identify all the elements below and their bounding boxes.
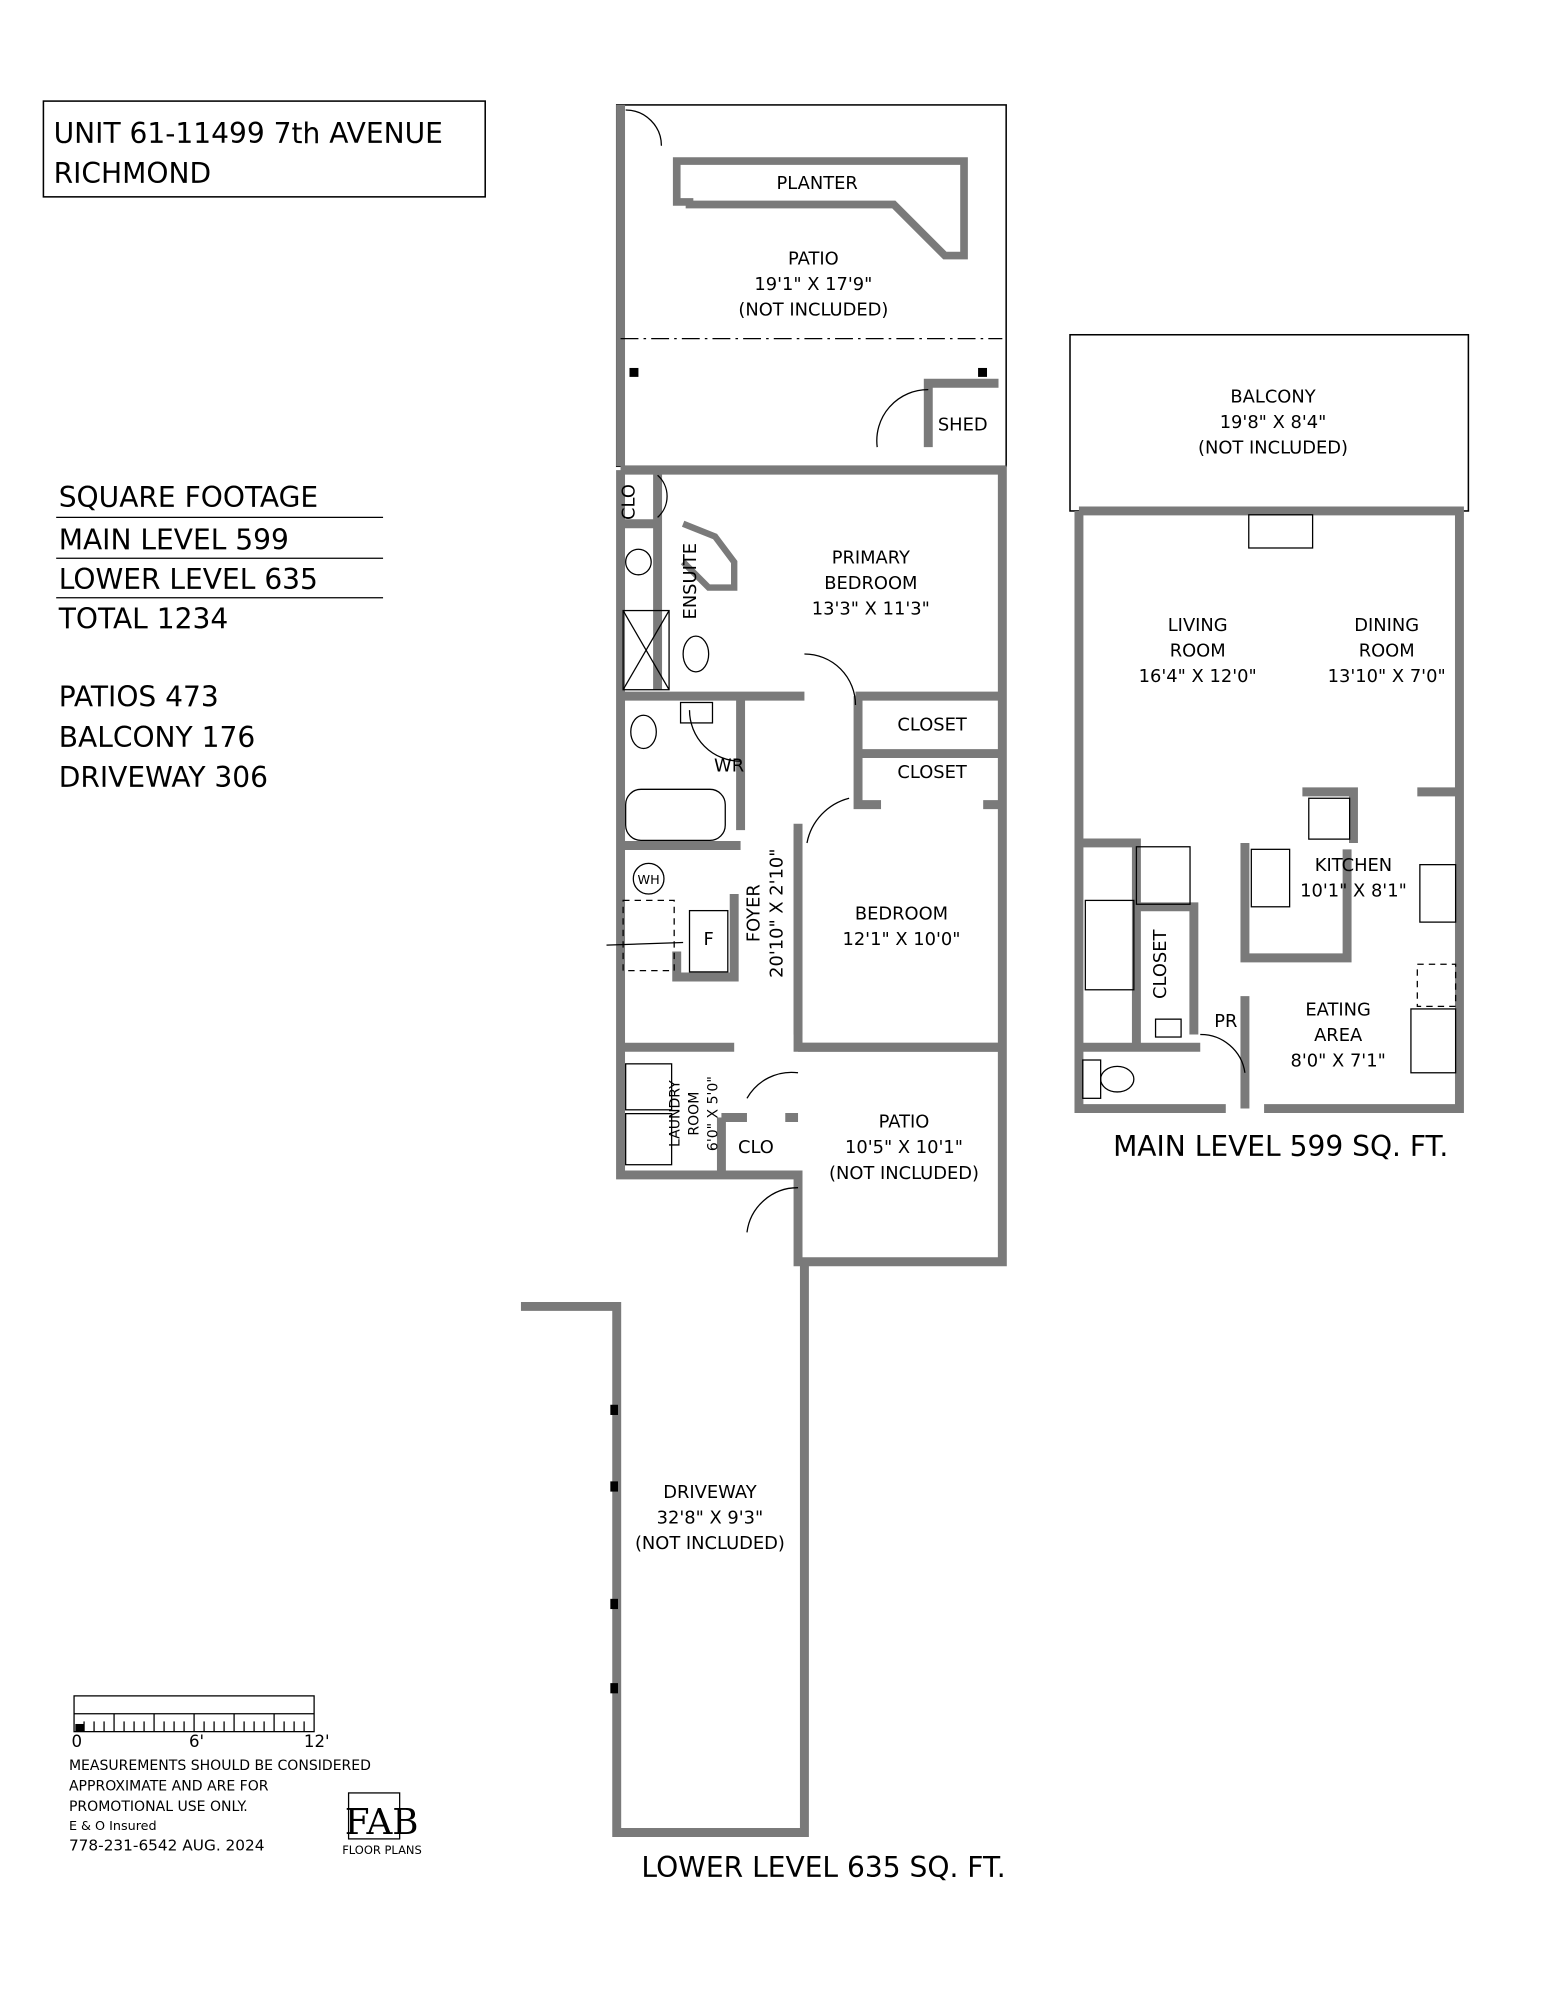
clo-top-label: CLO [619, 484, 640, 520]
sqft-heading: SQUARE FOOTAGE [59, 481, 318, 514]
foyer-label: FOYER [744, 884, 765, 942]
driveway-dims: 32'8" X 9'3" [657, 1508, 764, 1529]
closet-label: CLOSET [1150, 929, 1171, 998]
dining-name1: DINING [1354, 615, 1419, 636]
bedroom-name: BEDROOM [855, 904, 948, 925]
laundry-name2: ROOM [686, 1092, 702, 1136]
pr-label: PR [1214, 1011, 1237, 1032]
patio-bottom-dims: 10'5" X 10'1" [845, 1137, 963, 1158]
sqft-driveway: DRIVEWAY 306 [59, 761, 268, 794]
clo-bottom-label: CLO [738, 1137, 774, 1158]
logo-mark: FAB [345, 1802, 419, 1843]
primary-bedroom-name1: PRIMARY [832, 547, 910, 568]
balcony-note: (NOT INCLUDED) [1198, 438, 1348, 459]
shed-label: SHED [938, 415, 988, 436]
logo-sub: FLOOR PLANS [342, 1843, 422, 1857]
scale-bar: 0 6' 12' [72, 1695, 330, 1751]
driveway-name: DRIVEWAY [663, 1482, 756, 1503]
eating-dims: 8'0" X 7'1" [1291, 1050, 1386, 1071]
patio-top-dims: 19'1" X 17'9" [754, 274, 872, 295]
disclaimer-line4: E & O Insured [69, 1819, 157, 1834]
sqft-lower: LOWER LEVEL 635 [59, 563, 318, 596]
primary-bedroom-name2: BEDROOM [824, 573, 917, 594]
kitchen-name: KITCHEN [1315, 855, 1392, 876]
closet2-label: CLOSET [897, 762, 966, 783]
bedroom-dims: 12'1" X 10'0" [842, 929, 960, 950]
patio-top-name: PATIO [788, 249, 839, 270]
disclaimer-line3: PROMOTIONAL USE ONLY. [69, 1799, 248, 1815]
sqft-patios: PATIOS 473 [59, 680, 219, 713]
closet1-label: CLOSET [897, 715, 966, 736]
foyer-dims: 20'10" X 2'10" [767, 848, 788, 977]
living-dims: 16'4" X 12'0" [1139, 666, 1257, 687]
main-level-caption: MAIN LEVEL 599 SQ. FT. [1113, 1130, 1448, 1163]
disclaimer-line5: 778-231-6542 AUG. 2024 [69, 1836, 265, 1854]
primary-bedroom-dims: 13'3" X 11'3" [812, 598, 930, 619]
title-line2: RICHMOND [54, 157, 211, 190]
title-line1: UNIT 61-11499 7th AVENUE [54, 117, 443, 150]
lower-level-plan: PLANTER PATIO 19'1" X 17'9" (NOT INCLUDE… [520, 104, 1007, 1884]
scale-12: 12' [304, 1732, 330, 1751]
driveway-note: (NOT INCLUDED) [635, 1533, 785, 1554]
living-name1: LIVING [1168, 615, 1228, 636]
wr-label: WR [714, 755, 744, 776]
living-name2: ROOM [1170, 641, 1226, 662]
planter-label: PLANTER [777, 173, 858, 194]
main-level-plan: BALCONY 19'8" X 8'4" (NOT INCLUDED) LIVI… [1069, 333, 1470, 1163]
disclaimer: MEASUREMENTS SHOULD BE CONSIDERED APPROX… [69, 1758, 371, 1854]
lower-level-caption: LOWER LEVEL 635 SQ. FT. [641, 1851, 1005, 1884]
patio-bottom-name: PATIO [879, 1112, 930, 1133]
balcony-dims: 19'8" X 8'4" [1220, 412, 1327, 433]
patio-bottom-note: (NOT INCLUDED) [829, 1163, 979, 1184]
balcony-name: BALCONY [1230, 386, 1315, 407]
dining-dims: 13'10" X 7'0" [1328, 666, 1446, 687]
laundry-name1: LAUNDRY [667, 1080, 683, 1147]
furnace-label: F [704, 929, 714, 950]
dining-name2: ROOM [1359, 641, 1415, 662]
kitchen-dims: 10'1" X 8'1" [1300, 881, 1407, 902]
title-box: UNIT 61-11499 7th AVENUE RICHMOND [42, 100, 486, 198]
sqft-total: TOTAL 1234 [58, 602, 228, 635]
ensuite-label: ENSUITE [680, 543, 701, 620]
sqft-balcony: BALCONY 176 [59, 721, 256, 754]
scale-6: 6' [189, 1732, 204, 1751]
patio-top-note: (NOT INCLUDED) [738, 300, 888, 321]
scale-0: 0 [72, 1732, 83, 1751]
sqft-main: MAIN LEVEL 599 [59, 523, 289, 556]
fab-logo: FAB FLOOR PLANS [342, 1792, 422, 1857]
eating-name2: AREA [1314, 1025, 1363, 1046]
wh-label: WH [638, 873, 660, 888]
square-footage-summary: SQUARE FOOTAGE MAIN LEVEL 599 LOWER LEVE… [56, 481, 384, 794]
laundry-dims: 6'0" X 5'0" [706, 1076, 722, 1151]
disclaimer-line1: MEASUREMENTS SHOULD BE CONSIDERED [69, 1758, 371, 1774]
eating-name1: EATING [1305, 999, 1371, 1020]
disclaimer-line2: APPROXIMATE AND ARE FOR [69, 1778, 269, 1794]
